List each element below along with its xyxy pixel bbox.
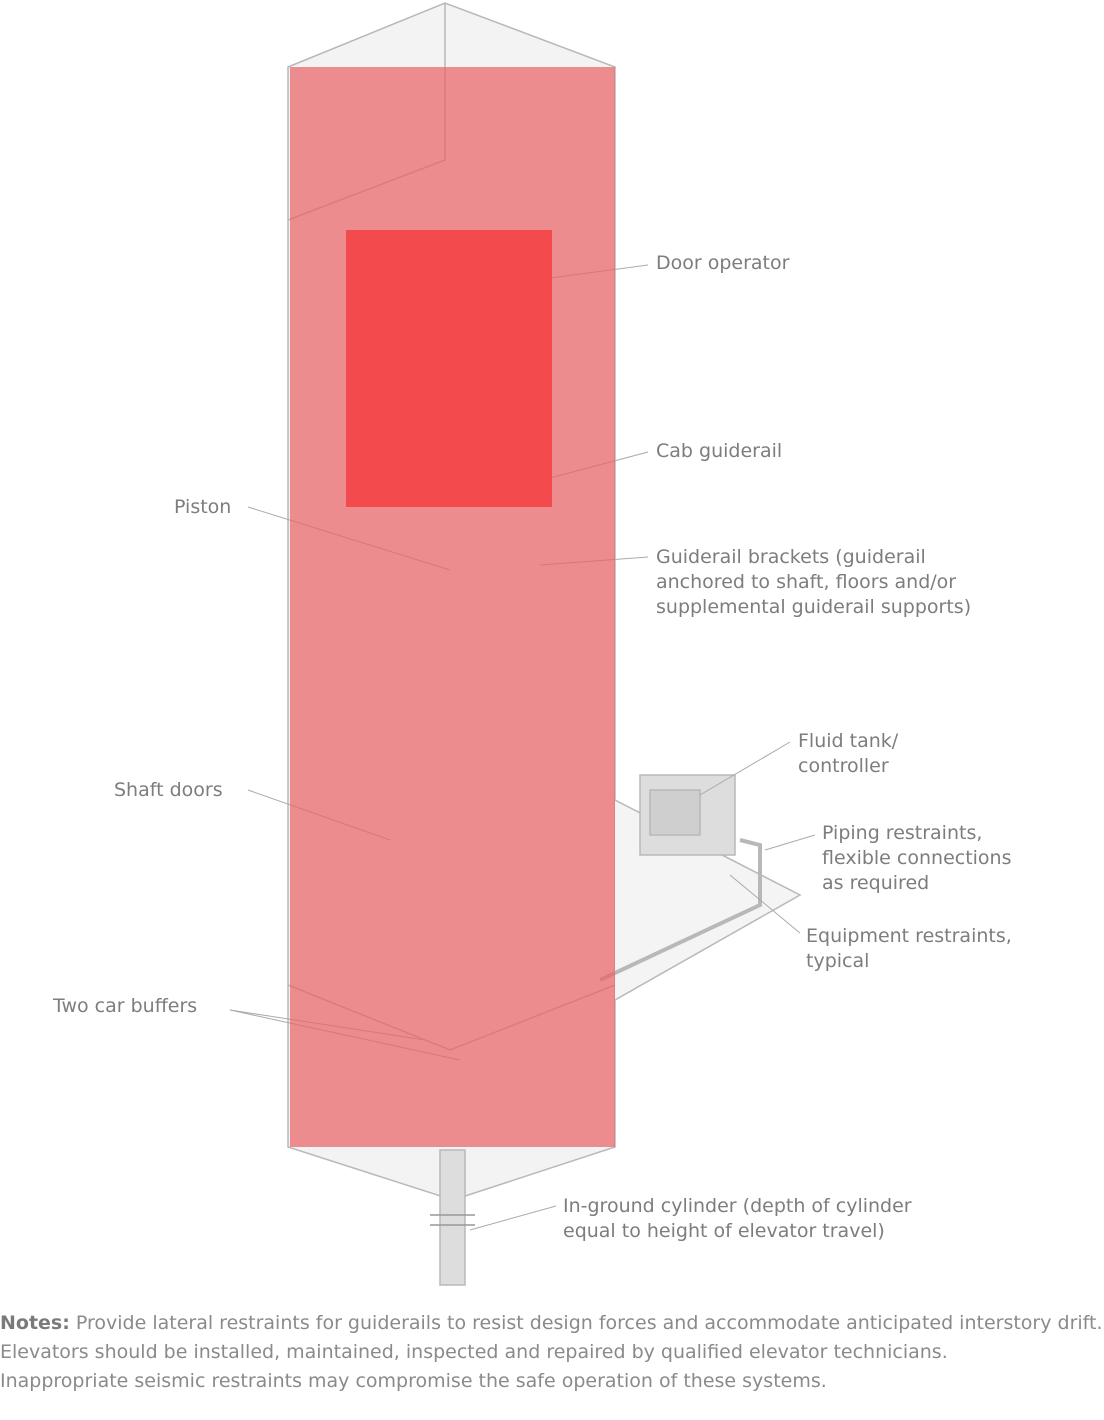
notes-heading: Notes:	[0, 1312, 70, 1334]
label-cab-guiderail: Cab guiderail	[656, 440, 783, 462]
label-piston: Piston	[174, 496, 232, 518]
in-ground-cylinder	[439, 1149, 466, 1286]
label-door-operator: Door operator	[656, 252, 790, 274]
highlight-overlay-shaft	[290, 67, 615, 1147]
label-equipment-restraints: Equipment restraints, typical	[806, 925, 1012, 972]
label-piping-restraints: Piping restraints, flexible connections …	[822, 822, 1012, 894]
notes: Notes: Provide lateral restraints for gu…	[0, 1311, 1104, 1398]
label-two-car-buffers: Two car buffers	[53, 995, 198, 1017]
highlight-overlay-cab	[346, 230, 552, 507]
label-fluid-tank: Fluid tank/ controller	[798, 730, 899, 777]
notes-line-3: Inappropriate seismic restraints may com…	[0, 1370, 827, 1392]
notes-line-2: Elevators should be installed, maintaine…	[0, 1341, 948, 1363]
label-in-ground-cylinder: In-ground cylinder (depth of cylinder eq…	[563, 1195, 912, 1242]
notes-line-1: Provide lateral restraints for guiderail…	[69, 1312, 1103, 1334]
label-shaft-doors: Shaft doors	[114, 779, 223, 801]
label-guiderail-brackets: Guiderail brackets (guiderail anchored t…	[656, 546, 972, 618]
